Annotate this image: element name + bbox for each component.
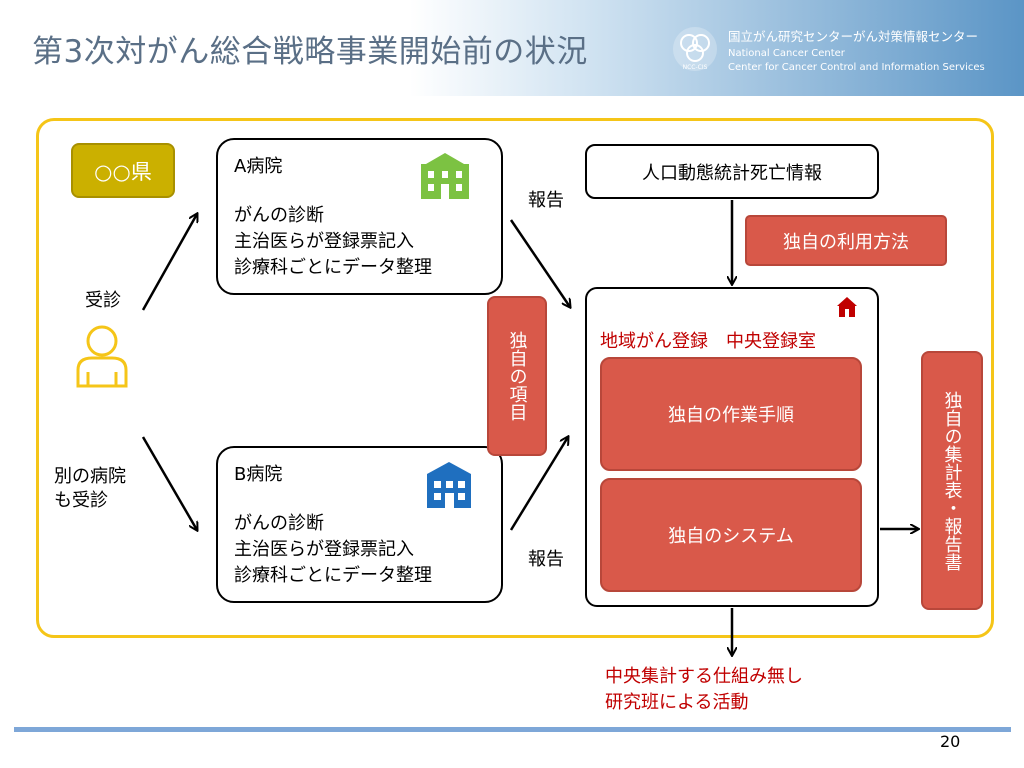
hospital-a-name: A病院 <box>234 156 283 177</box>
page-number: 20 <box>940 732 961 751</box>
hospital-a-line: 主治医らが登録票記入 <box>234 231 414 252</box>
report-label-top: 報告 <box>528 190 564 211</box>
logo-text: NCC-CIS <box>683 64 708 71</box>
arrow-patient-to-b <box>141 436 197 530</box>
own-system-box: 独自のシステム <box>600 478 862 592</box>
hospital-a-building-icon <box>421 153 469 199</box>
prefecture-badge: ○○県 <box>71 143 175 198</box>
org-name-en-1: National Cancer Center <box>728 48 845 59</box>
org-name-en-2: Center for Cancer Control and Informatio… <box>728 62 985 73</box>
page-title: 第3次対がん総合戦略事業開始前の状況 <box>32 34 588 70</box>
other-visit-label-1: 別の病院 <box>54 466 126 487</box>
patient-icon <box>76 325 128 388</box>
hospital-a-line: 診療科ごとにデータ整理 <box>234 257 432 278</box>
hospital-b-name: B病院 <box>234 464 283 485</box>
other-visit-label-2: も受診 <box>54 490 108 511</box>
vital-statistics-box: 人口動態統計死亡情報 <box>585 144 879 199</box>
own-report-box: 独自の集計表・報告書 <box>921 351 983 610</box>
registry-house-icon <box>837 297 857 317</box>
hospital-b-line: がんの診断 <box>234 513 324 534</box>
arrow-b-to-registry <box>509 437 568 531</box>
arrow-patient-to-a <box>141 214 197 311</box>
hospital-b-building-icon <box>427 462 471 508</box>
hospital-b-line: 診療科ごとにデータ整理 <box>234 565 432 586</box>
prefecture-frame <box>36 118 994 638</box>
visit-label: 受診 <box>85 290 121 311</box>
note-line-1: 中央集計する仕組み無し <box>605 666 803 687</box>
report-label-bottom: 報告 <box>528 549 564 570</box>
org-name-ja: 国立がん研究センターがん対策情報センター <box>728 29 979 44</box>
arrow-a-to-registry <box>509 219 570 307</box>
note-line-2: 研究班による活動 <box>605 692 749 713</box>
header-banner <box>0 0 1024 96</box>
hospital-b-line: 主治医らが登録票記入 <box>234 539 414 560</box>
own-usage-box: 独自の利用方法 <box>745 215 947 266</box>
own-items-box: 独自の項目 <box>487 296 547 456</box>
registry-label: 地域がん登録 中央登録室 <box>600 331 816 352</box>
ncc-logo-icon: NCC-CIS <box>673 27 717 71</box>
hospital-a-line: がんの診断 <box>234 205 324 226</box>
own-procedure-box: 独自の作業手順 <box>600 357 862 471</box>
footer-divider <box>14 727 1011 732</box>
